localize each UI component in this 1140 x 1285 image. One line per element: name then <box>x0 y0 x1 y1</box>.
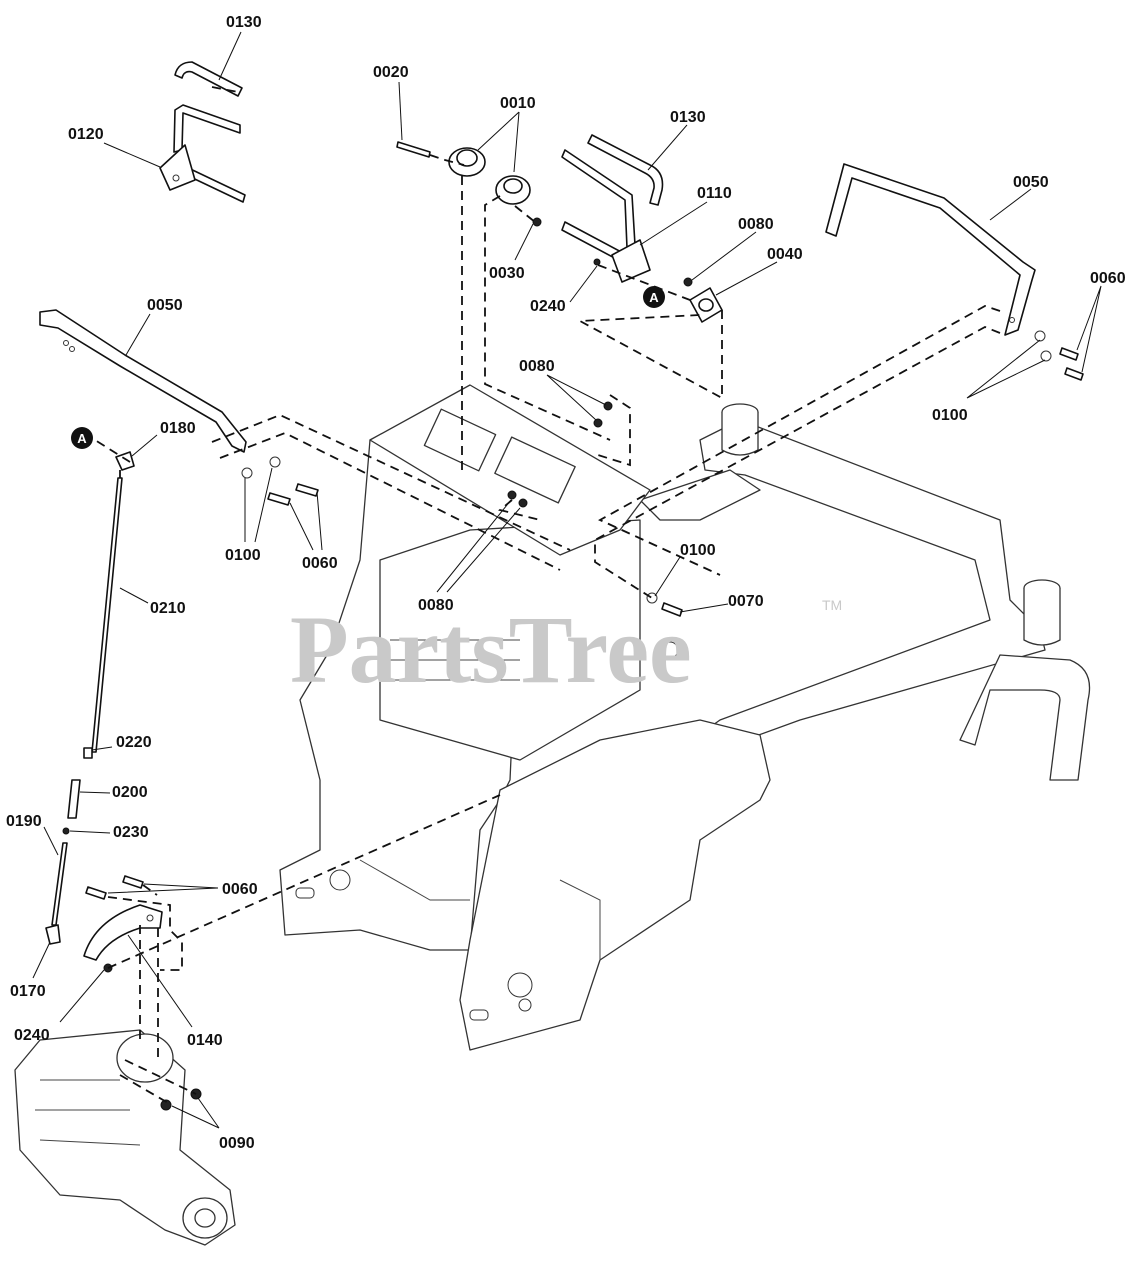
rod-end-0180 <box>115 451 135 471</box>
lever-bracket <box>159 144 196 191</box>
part-label: 0010 <box>500 95 536 112</box>
part-label: 0080 <box>738 216 774 233</box>
lever-pivot-bracket <box>611 239 651 283</box>
part-labels: 0130 0020 0010 0130 0120 0110 0050 0080 … <box>6 14 1126 1152</box>
part-label: 0100 <box>225 547 261 564</box>
nut-0030 <box>532 217 542 227</box>
part-label: 0050 <box>147 297 183 314</box>
part-label: 0060 <box>222 881 258 898</box>
lever-grip-center <box>587 134 664 206</box>
part-label: 0020 <box>373 64 409 81</box>
part-label: 0100 <box>932 407 968 424</box>
linkage-rod-0210 <box>91 477 123 753</box>
bearing-block-lower <box>495 175 531 205</box>
nut-0220 <box>83 747 93 759</box>
part-label: 0030 <box>489 265 525 282</box>
nut-0080-top <box>683 277 693 287</box>
right-side-plate <box>459 719 771 1051</box>
watermark-trademark: TM <box>822 597 842 613</box>
part-label: 0170 <box>10 983 46 1000</box>
caster-fork <box>959 654 1091 781</box>
part-label: 0050 <box>1013 174 1049 191</box>
part-label: 0040 <box>767 246 803 263</box>
leader-lines <box>32 31 1102 1129</box>
part-label: 0120 <box>68 126 104 143</box>
part-label: 0130 <box>670 109 706 126</box>
callout-a-right-text: A <box>649 290 659 305</box>
part-label: 0080 <box>519 358 555 375</box>
part-label: 0200 <box>112 784 148 801</box>
part-label: 0140 <box>187 1032 223 1049</box>
part-label: 0060 <box>1090 270 1126 287</box>
part-label: 0130 <box>226 14 262 31</box>
part-label: 0220 <box>116 734 152 751</box>
bracket-0140 <box>83 904 163 961</box>
flange-bearing-0040 <box>689 287 723 323</box>
lever-grip <box>174 61 243 97</box>
frame-crossbar <box>639 469 761 521</box>
upper-left-lever-assembly <box>159 61 246 203</box>
part-label: 0100 <box>680 542 716 559</box>
part-label: 0080 <box>418 597 454 614</box>
nut-0230 <box>62 827 70 835</box>
center-lever-assembly <box>561 134 664 283</box>
part-label: 0110 <box>697 185 732 202</box>
rod-0190 <box>51 842 68 926</box>
control-arm-left <box>39 309 247 453</box>
hardware-left <box>241 456 319 506</box>
bolt-0070 <box>661 602 683 617</box>
part-label: 0070 <box>728 593 764 610</box>
part-label: 0240 <box>14 1027 50 1044</box>
assembly-lines <box>94 86 1001 1105</box>
callout-a-left: A <box>71 427 93 449</box>
watermark-text: PartsTree <box>290 596 692 703</box>
chassis-frame <box>279 384 1091 1051</box>
part-label: 0180 <box>160 420 196 437</box>
lever-arm <box>173 104 241 153</box>
transaxle <box>14 1029 236 1246</box>
spacer-0200 <box>67 779 81 819</box>
part-label: 0230 <box>113 824 149 841</box>
callout-a-left-text: A <box>77 431 87 446</box>
bearing-block-upper <box>448 147 486 177</box>
part-label: 0060 <box>302 555 338 572</box>
bolt-0020 <box>396 141 431 158</box>
rod-end-0170 <box>45 924 61 945</box>
part-label: 0090 <box>219 1135 255 1152</box>
control-arm-right <box>825 163 1036 336</box>
callout-a-right: A <box>643 286 665 308</box>
nut-0090-a <box>160 1099 172 1111</box>
hardware-right <box>1034 330 1084 381</box>
part-label: 0210 <box>150 600 186 617</box>
part-label: 0240 <box>530 298 566 315</box>
part-label: 0190 <box>6 813 42 830</box>
